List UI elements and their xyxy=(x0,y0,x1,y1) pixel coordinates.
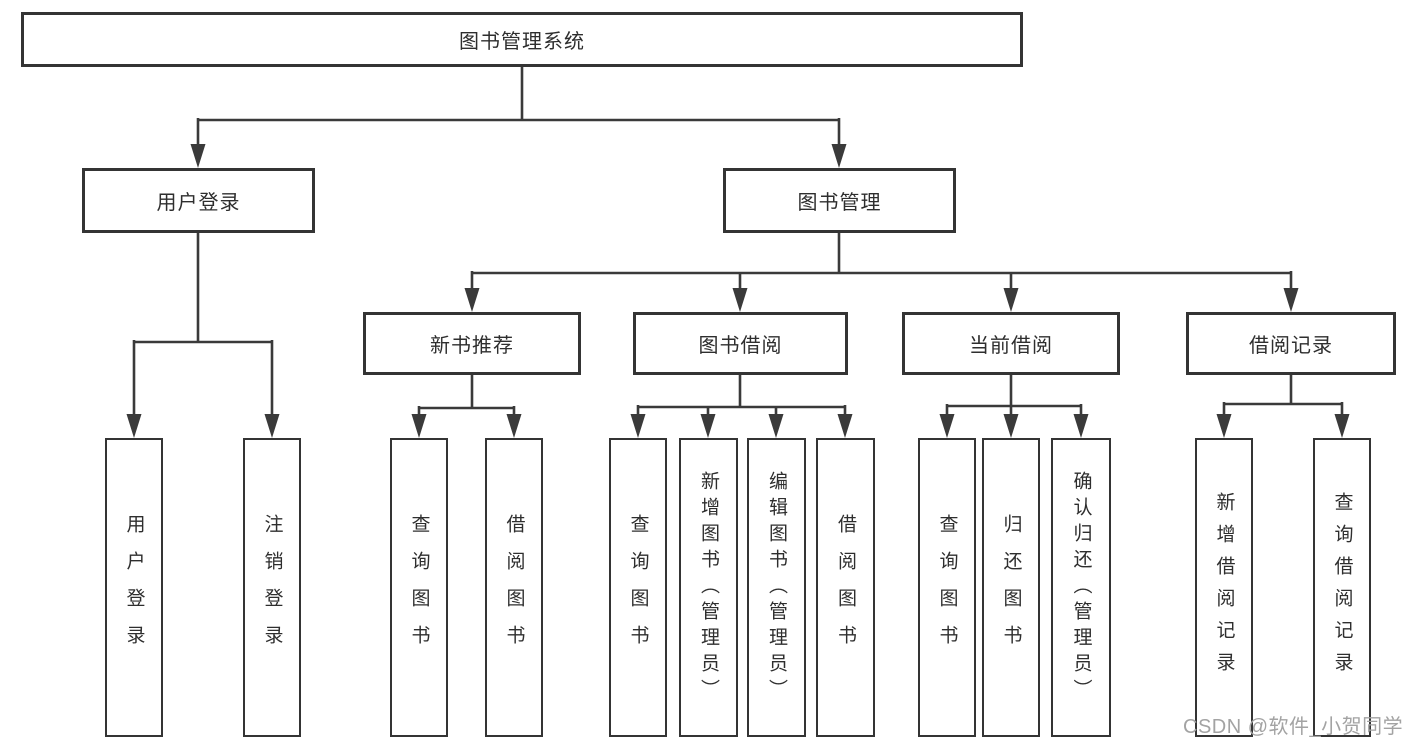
node-book-management: 图书管理 xyxy=(723,168,956,233)
node-label: 借阅图书 xyxy=(835,513,856,662)
node-label: 用户登录 xyxy=(123,513,145,662)
leaf-user-login: 用户登录 xyxy=(105,438,163,737)
leaf-edit-books-admin: 编辑图书（管理员） xyxy=(747,438,806,737)
csdn-watermark: CSDN @软件_小贺同学 xyxy=(1183,716,1404,738)
node-label: 新书推荐 xyxy=(430,335,514,357)
leaf-query-books-current: 查询图书 xyxy=(918,438,976,737)
node-label: 当前借阅 xyxy=(969,335,1053,357)
leaf-borrow-books-recommend: 借阅图书 xyxy=(485,438,543,737)
node-label: 归还图书 xyxy=(1000,513,1022,662)
leaf-logout: 注销登录 xyxy=(243,438,301,737)
node-label: 借阅图书 xyxy=(503,513,525,662)
leaf-query-borrow-record: 查询借阅记录 xyxy=(1313,438,1371,737)
node-label: 图书管理 xyxy=(797,192,882,214)
node-user-login: 用户登录 xyxy=(82,168,315,233)
node-label: 图书借阅 xyxy=(698,335,783,357)
leaf-query-books-borrow: 查询图书 xyxy=(609,438,667,737)
node-label: 注销登录 xyxy=(261,513,283,662)
node-label: 确认归还（管理员） xyxy=(1070,470,1092,705)
node-label: 新增图书（管理员） xyxy=(698,470,719,705)
node-label: 查询图书 xyxy=(936,513,958,662)
node-label: 借阅记录 xyxy=(1249,335,1333,357)
node-current-borrowing: 当前借阅 xyxy=(902,312,1120,375)
leaf-add-books-admin: 新增图书（管理员） xyxy=(679,438,738,737)
node-label: 查询借阅记录 xyxy=(1331,491,1353,684)
node-borrowing-records: 借阅记录 xyxy=(1186,312,1396,375)
node-label: 查询图书 xyxy=(408,513,430,662)
node-label: 查询图书 xyxy=(627,513,649,662)
leaf-query-books-recommend: 查询图书 xyxy=(390,438,448,737)
node-library-management-system: 图书管理系统 xyxy=(21,12,1023,67)
node-book-borrowing: 图书借阅 xyxy=(633,312,848,375)
leaf-borrow-books: 借阅图书 xyxy=(816,438,875,737)
leaf-add-borrow-record: 新增借阅记录 xyxy=(1195,438,1253,737)
node-label: 用户登录 xyxy=(156,192,241,214)
leaf-return-books: 归还图书 xyxy=(982,438,1040,737)
leaf-confirm-return-admin: 确认归还（管理员） xyxy=(1051,438,1111,737)
node-label: 编辑图书（管理员） xyxy=(766,470,787,705)
node-label: 新增借阅记录 xyxy=(1213,491,1235,684)
node-new-book-recommendation: 新书推荐 xyxy=(363,312,581,375)
node-label: 图书管理系统 xyxy=(459,31,585,53)
